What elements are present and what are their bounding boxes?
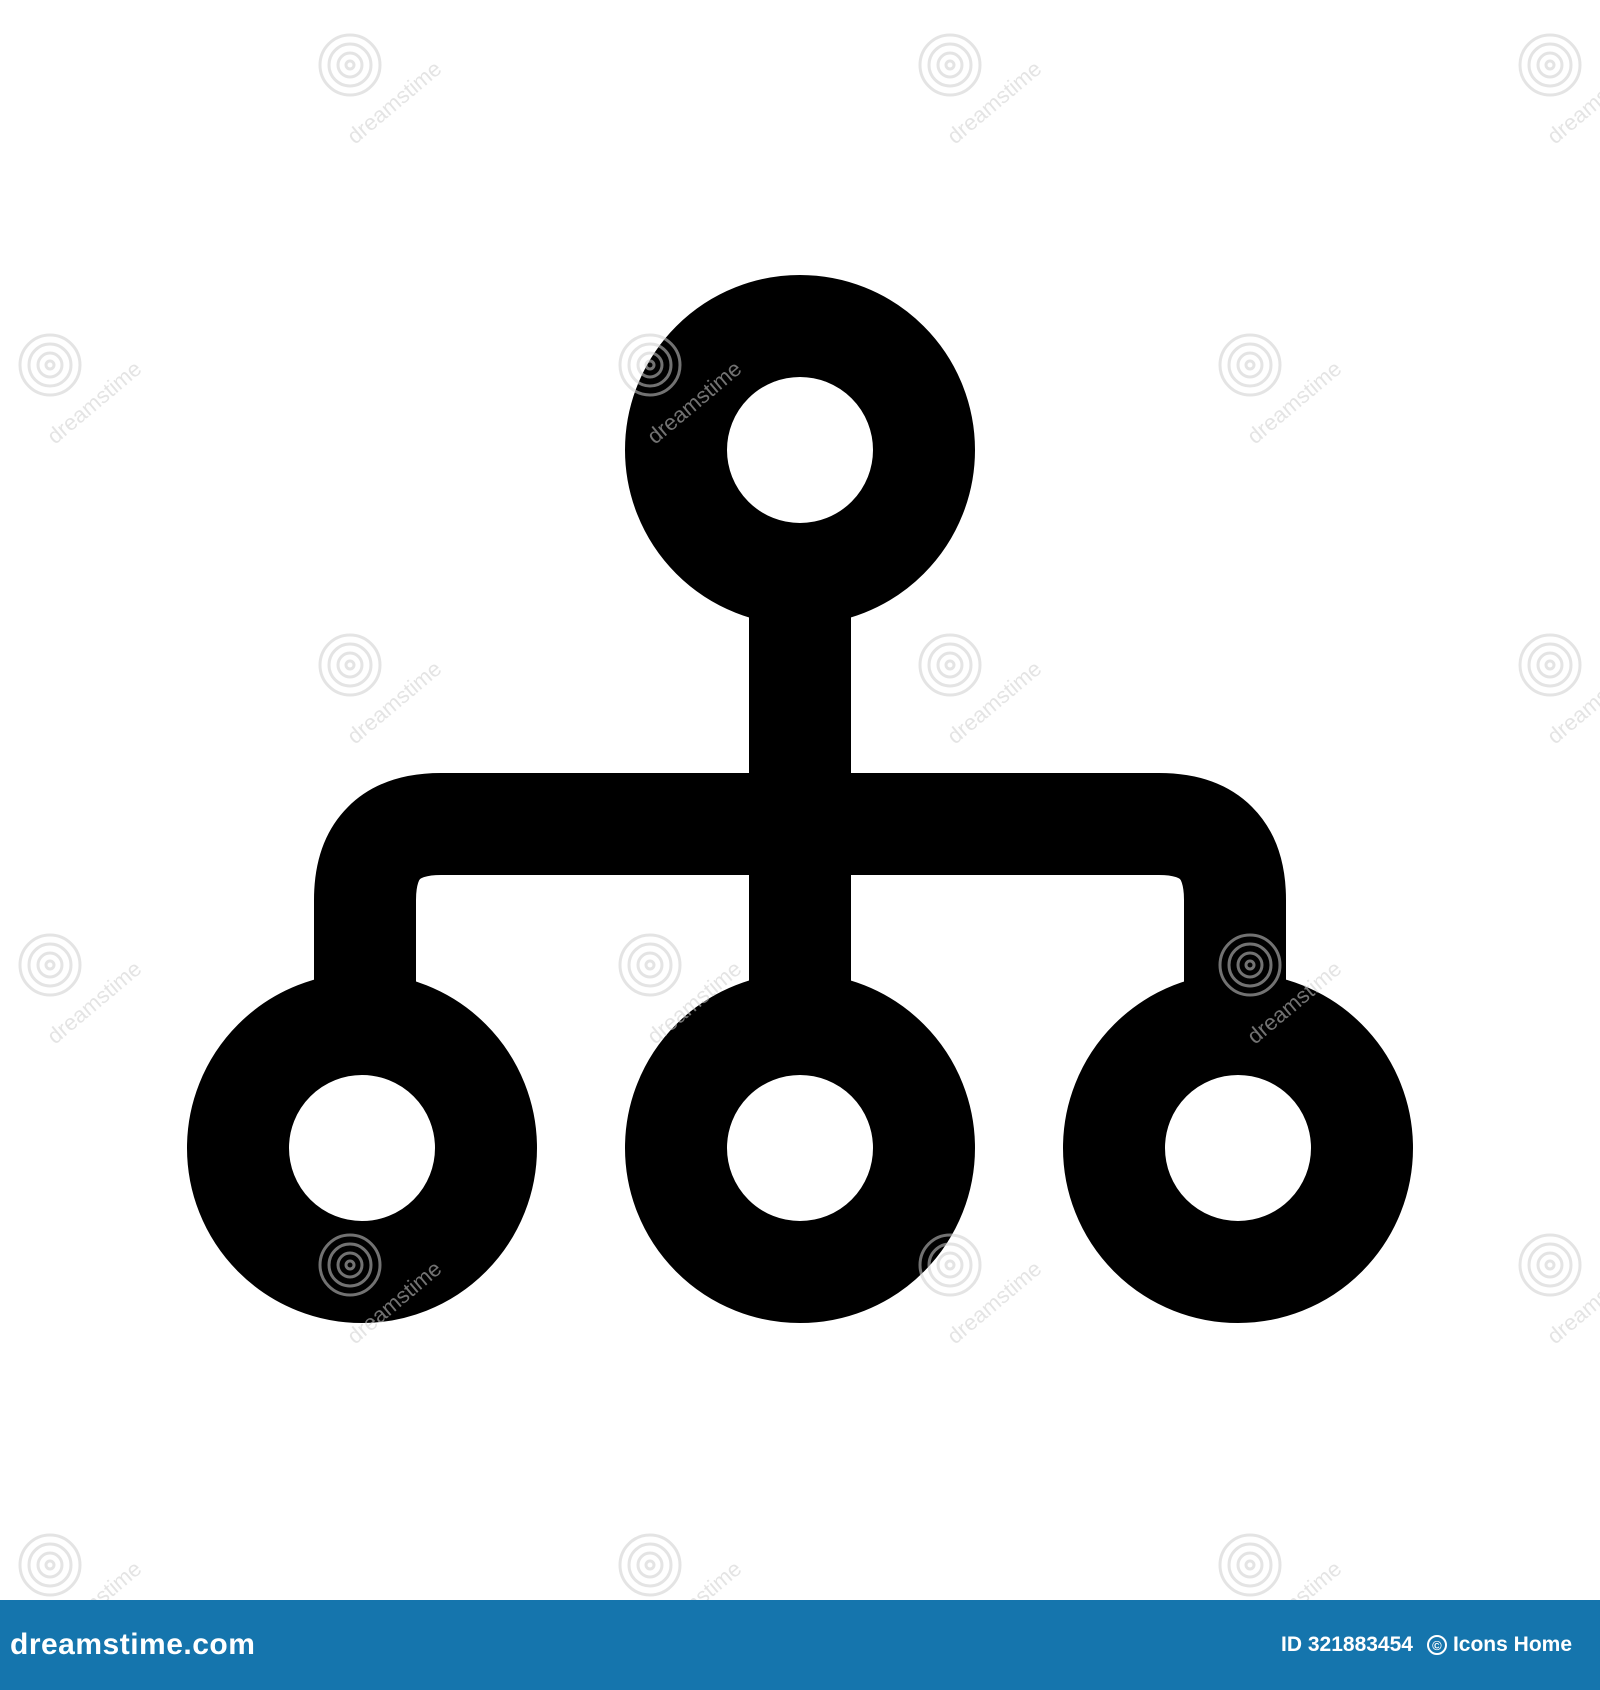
footer-author[interactable]: © Icons Home (1426, 1633, 1572, 1657)
image-id-label: ID 321883454 (1281, 1633, 1413, 1656)
footer-bar: dreamstime.com ID 321883454 © Icons Home (0, 1600, 1600, 1690)
bottom-center-node (625, 973, 975, 1323)
connector-lines (314, 600, 1286, 990)
top-node (625, 275, 975, 625)
copyright-icon: © (1426, 1635, 1447, 1655)
hierarchy-icon (187, 275, 1413, 1323)
footer-meta: ID 321883454 © Icons Home (1281, 1633, 1572, 1657)
footer-brand[interactable]: dreamstime.com (10, 1628, 256, 1661)
author-name: Icons Home (1452, 1633, 1572, 1656)
bottom-right-node (1063, 973, 1413, 1323)
bottom-left-node (187, 973, 537, 1323)
